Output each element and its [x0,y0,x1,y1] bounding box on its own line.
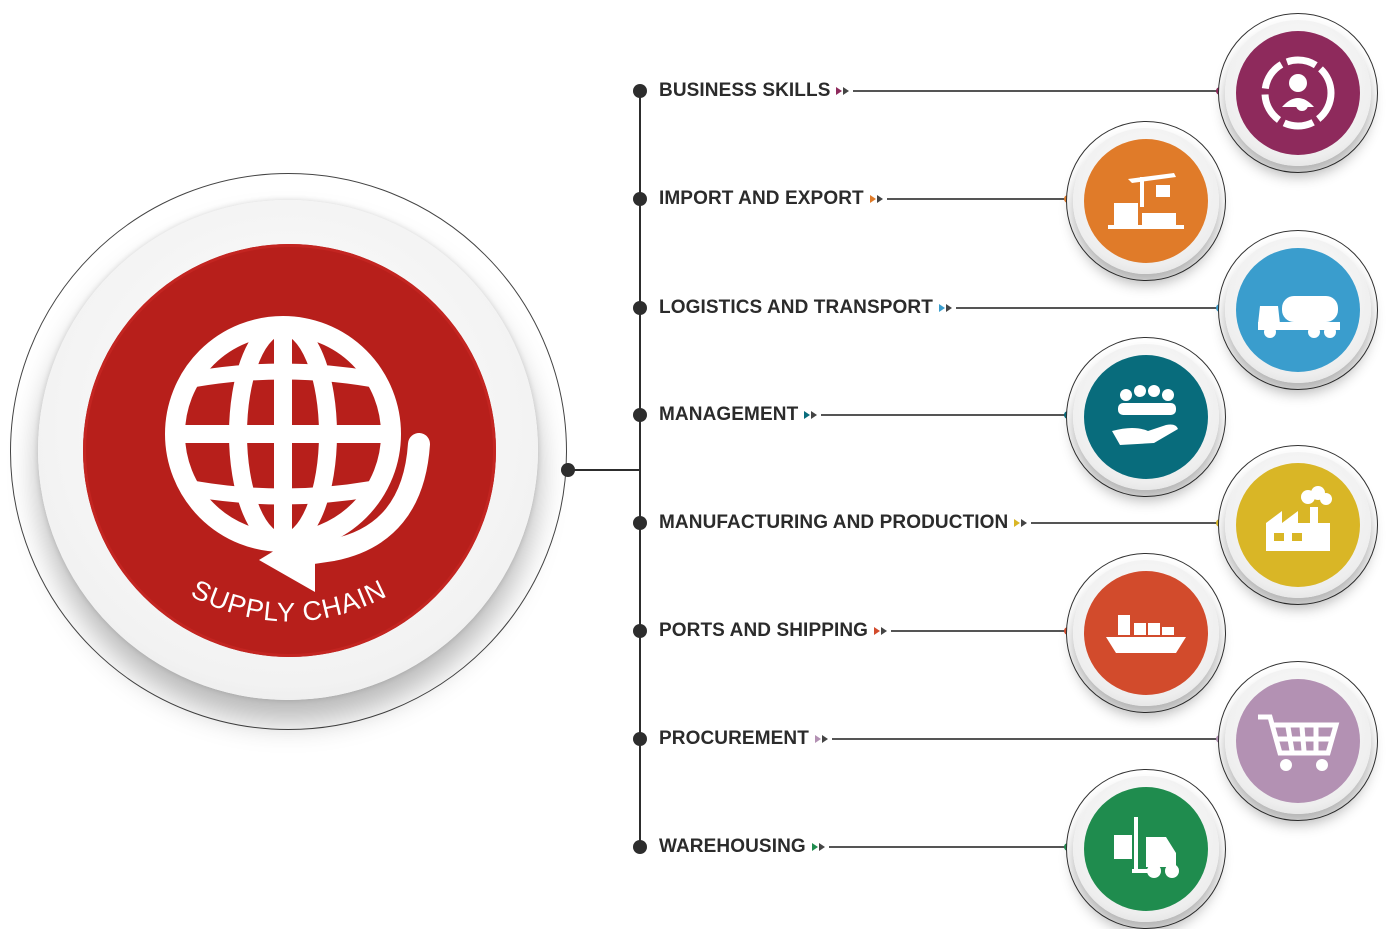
forklift-icon [1114,817,1179,878]
branch-bullet [633,301,647,315]
branch-badge [1218,13,1378,173]
double-arrow-icon [869,195,883,203]
branch-label-text: MANUFACTURING AND PRODUCTION [659,512,1009,533]
branch-badge [1218,445,1378,605]
shopping-cart-icon [1258,714,1340,771]
branch-bullet [633,732,647,746]
branch-label: WAREHOUSING [659,836,825,858]
branch-connector [828,846,1068,848]
branch-label-text: PROCUREMENT [659,728,809,749]
factory-icon [1266,486,1332,551]
hub-label: SUPPLY CHAIN [187,574,391,628]
double-arrow-icon [811,843,825,851]
branch-connector [831,738,1220,740]
branch-label: MANUFACTURING AND PRODUCTION [659,512,1028,534]
double-arrow-icon [804,411,818,419]
branch-label: LOGISTICS AND TRANSPORT [659,297,952,319]
branch-badge [1066,337,1226,497]
branch-label-text: MANAGEMENT [659,404,799,425]
branch-connector [891,630,1068,632]
hub-connector-dot [561,463,575,477]
branch-connector [821,414,1068,416]
crane-crates-icon [1108,173,1184,229]
branch-label-text: LOGISTICS AND TRANSPORT [659,297,933,318]
double-arrow-icon [874,627,888,635]
branch-label-text: IMPORT AND EXPORT [659,188,864,209]
branch-label: PORTS AND SHIPPING [659,620,888,642]
arrow-head-icon [259,526,315,592]
branch-connector [1031,522,1220,524]
branch-bullet [633,624,647,638]
branch-spine [639,91,641,847]
branch-label-text: WAREHOUSING [659,836,806,857]
branch-bullet [633,408,647,422]
branch-bullet [633,840,647,854]
double-arrow-icon [836,87,850,95]
globe-arrow-icon [165,316,430,567]
hub-connector [568,469,640,471]
cargo-ship-icon [1106,615,1186,653]
branch-label-text: PORTS AND SHIPPING [659,620,869,641]
person-cycle-icon [1261,56,1335,130]
branch-bullet [633,192,647,206]
branch-label: PROCUREMENT [659,728,828,750]
branch-badge [1066,769,1226,929]
branch-label: BUSINESS SKILLS [659,80,850,102]
branch-label: MANAGEMENT [659,404,818,426]
branch-connector [955,307,1220,309]
branch-badge [1066,553,1226,713]
branch-label: IMPORT AND EXPORT [659,188,883,210]
branch-connector [886,198,1068,200]
team-hand-icon [1112,385,1178,445]
double-arrow-icon [1014,519,1028,527]
tanker-truck-icon [1258,296,1340,338]
branch-connector [853,90,1220,92]
double-arrow-icon [938,304,952,312]
branch-badge [1218,661,1378,821]
branch-bullet [633,84,647,98]
branch-label-text: BUSINESS SKILLS [659,80,831,101]
branch-bullet [633,516,647,530]
branch-badge [1218,230,1378,390]
branch-badge [1066,121,1226,281]
double-arrow-icon [814,735,828,743]
hub-graphic: SUPPLY CHAIN [165,316,430,628]
